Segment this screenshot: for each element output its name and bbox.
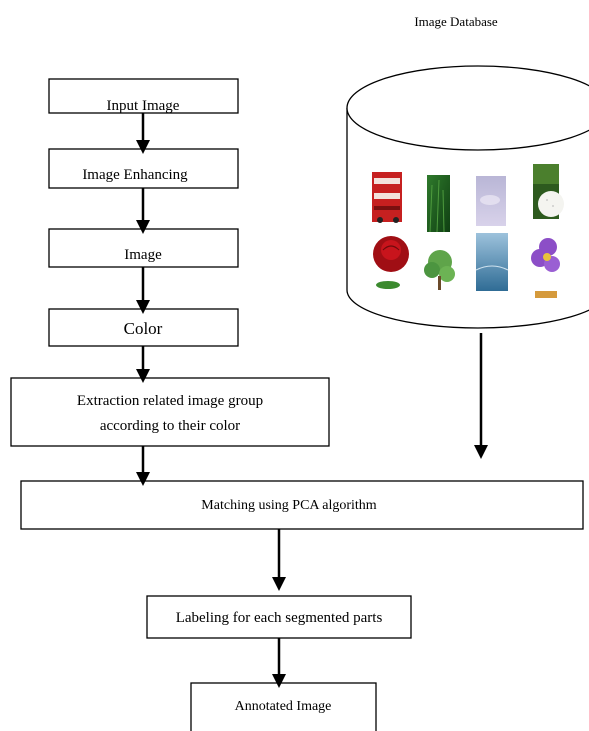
labeling-label: Labeling for each segmented parts bbox=[176, 610, 383, 626]
annotated-image-label: Annotated Image bbox=[235, 699, 332, 714]
image-label: Image bbox=[124, 247, 162, 263]
purple-flower-thumbnail bbox=[531, 238, 560, 298]
extraction-label-line2: according to their color bbox=[100, 418, 240, 434]
golf-ball-thumbnail bbox=[533, 164, 564, 219]
extraction-box bbox=[10, 377, 330, 447]
annotated-image-box bbox=[190, 682, 377, 731]
image-box bbox=[48, 228, 239, 268]
database-title: Image Database bbox=[414, 14, 498, 29]
input-image-label: Input Image bbox=[107, 98, 180, 114]
color-label: Color bbox=[124, 319, 163, 338]
blue-water-thumbnail bbox=[475, 233, 509, 291]
lavender-sky-thumbnail bbox=[476, 176, 506, 226]
red-rose-thumbnail bbox=[373, 236, 409, 289]
image-enhancing-box bbox=[48, 148, 239, 189]
matching-box bbox=[20, 480, 584, 530]
green-grass-thumbnail bbox=[427, 175, 450, 233]
image-database-cylinder bbox=[346, 65, 589, 329]
green-tree-thumbnail bbox=[424, 250, 455, 290]
image-enhancing-label: Image Enhancing bbox=[82, 167, 188, 183]
labeling-box bbox=[146, 595, 412, 639]
color-box bbox=[48, 308, 239, 347]
red-bus-thumbnail bbox=[372, 172, 402, 223]
extraction-label-line1: Extraction related image group bbox=[77, 393, 263, 409]
matching-label: Matching using PCA algorithm bbox=[201, 498, 377, 513]
